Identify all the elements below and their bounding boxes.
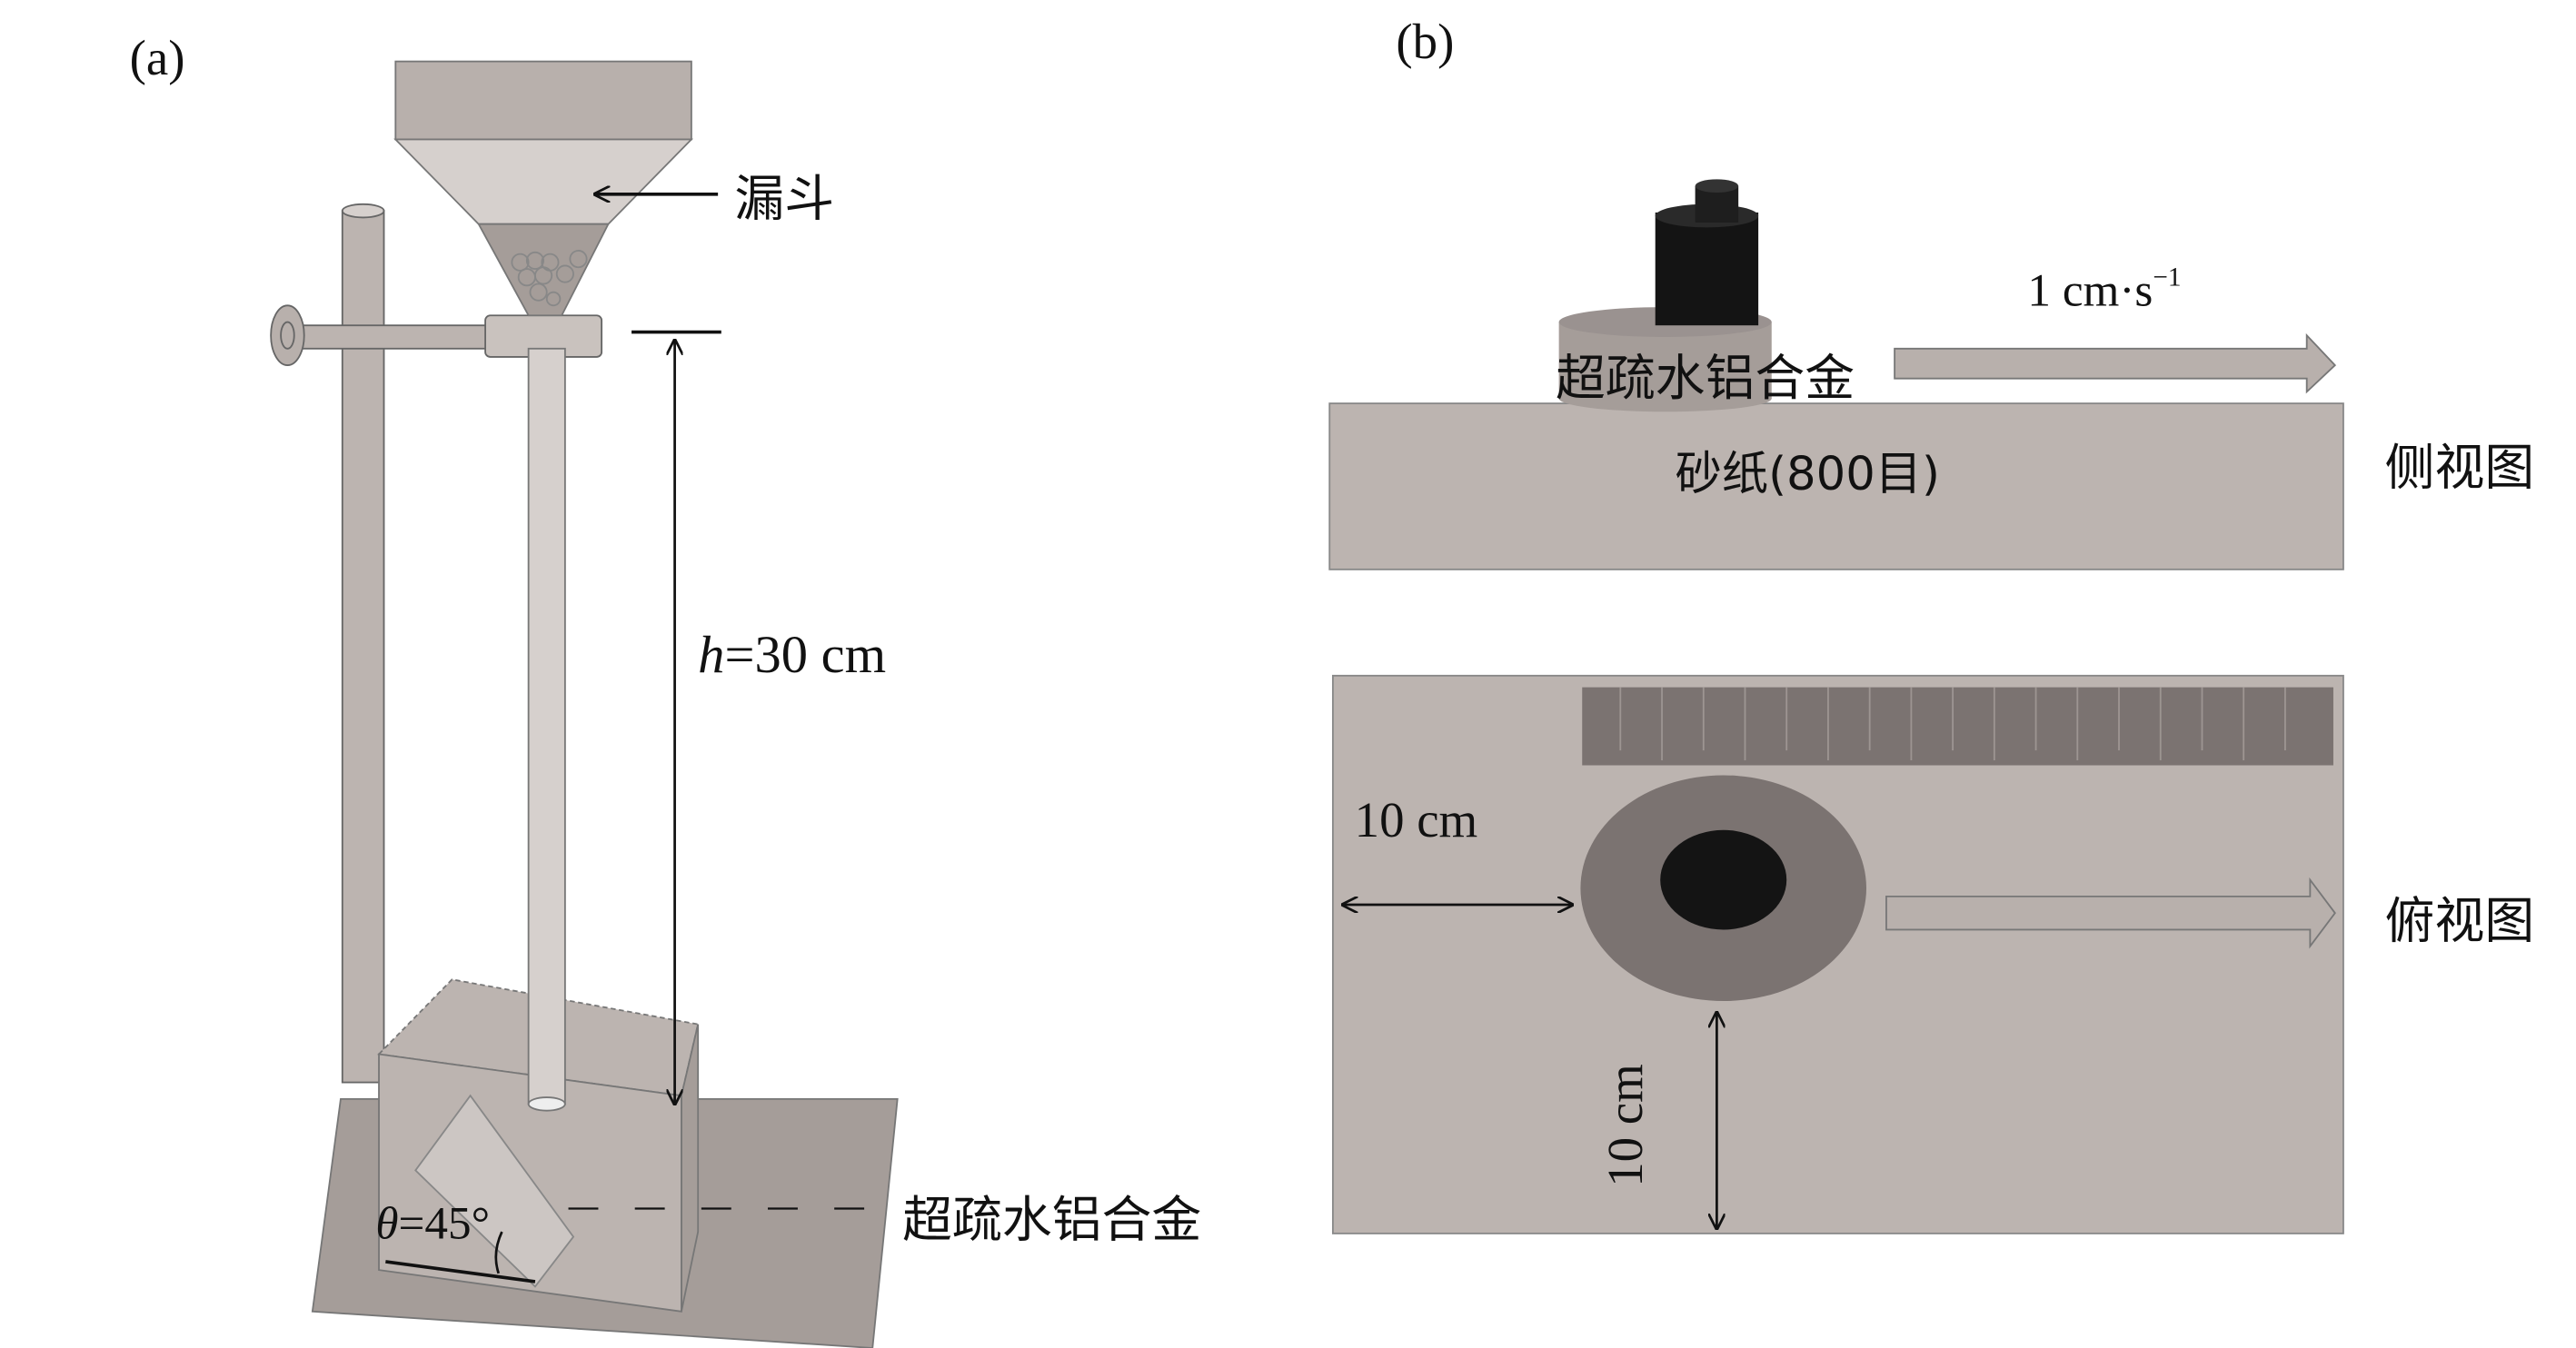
weight-body (1655, 212, 1759, 326)
panel-a-label: (a) (130, 30, 185, 85)
funnel-particles-area (477, 223, 610, 317)
angle-baseline (385, 1260, 536, 1284)
stand-rod-top (341, 203, 385, 219)
clamp-knob-inner (280, 321, 295, 350)
vertical-distance-label: 10 cm (1597, 1064, 1653, 1186)
angle-label: θ=45° (375, 1197, 490, 1249)
motion-arrow-top (1885, 877, 2336, 949)
panel-a: (a) 漏斗 θ=45° (130, 30, 1201, 1348)
stand-rod (341, 210, 385, 1084)
sample-label-b: 超疏水铝合金 (1556, 349, 1855, 407)
panel-b-label: (b) (1396, 14, 1454, 69)
height-label: h=30 cm (698, 625, 886, 684)
weight-topview (1660, 829, 1787, 930)
sample-label-a: 超疏水铝合金 (902, 1191, 1201, 1249)
horizontal-distance-label: 10 cm (1355, 792, 1478, 847)
sample-plate (414, 1094, 575, 1288)
motion-arrow-side (1894, 332, 2337, 394)
sample-disk-bottom (1558, 385, 1772, 412)
drop-tube (527, 347, 566, 1105)
ruler-ticks (1619, 687, 2286, 761)
weight-stem-top (1695, 179, 1739, 193)
drop-tube-end (527, 1096, 566, 1112)
speed-label: 1 cm·s−1 (2027, 263, 2181, 316)
clamp-knob (270, 304, 305, 366)
sandpaper-side (1328, 402, 2344, 570)
panel-b: (b) 砂纸(800目) 侧视图 超疏水铝合金 1 cm·s−1 (1328, 14, 2535, 1234)
funnel-top (394, 60, 692, 141)
clamp-arm (298, 324, 500, 350)
sandpaper-label: 砂纸(800目) (1676, 447, 1940, 501)
particles-icon (511, 250, 588, 307)
top-view-label: 俯视图 (2385, 892, 2535, 950)
funnel-label: 漏斗 (734, 170, 834, 228)
angle-arc (494, 1231, 503, 1274)
ruler (1582, 687, 2333, 766)
funnel-body (393, 138, 694, 225)
side-view-label: 侧视图 (2385, 439, 2535, 497)
